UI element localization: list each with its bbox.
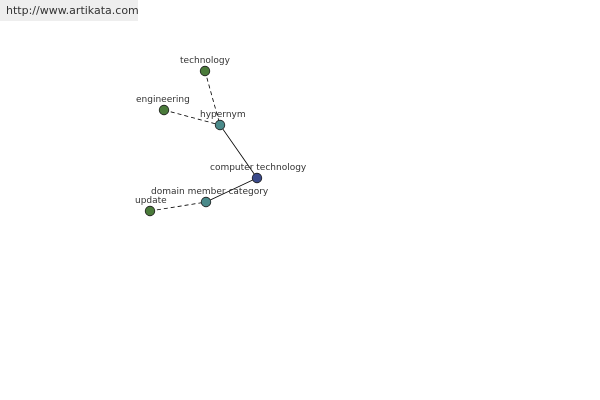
node-label-computer-technology[interactable]: computer technology <box>210 163 307 173</box>
node-label-technology[interactable]: technology <box>180 56 231 66</box>
edge-computer-technology-to-domain-member-category <box>205 177 258 203</box>
node-label-update[interactable]: update <box>135 196 167 206</box>
edge-engineering-to-hypernym <box>163 109 221 126</box>
node-computer-technology[interactable]: computer technology <box>210 163 307 184</box>
node-dot-computer-technology[interactable] <box>251 172 263 184</box>
node-technology[interactable]: technology <box>180 56 231 77</box>
node-dot-engineering[interactable] <box>158 104 170 116</box>
node-dot-hypernym[interactable] <box>214 119 226 131</box>
node-label-engineering[interactable]: engineering <box>136 95 190 105</box>
edge-technology-to-hypernym <box>204 70 221 126</box>
node-update[interactable]: update <box>135 196 167 217</box>
url-text[interactable]: http://www.artikata.com <box>6 4 139 17</box>
node-label-domain-member-category[interactable]: domain member category <box>151 187 269 197</box>
node-dot-update[interactable] <box>144 205 156 217</box>
edge-update-to-domain-member-category <box>149 201 207 212</box>
node-dot-technology[interactable] <box>199 65 211 77</box>
node-domain-member-category[interactable]: domain member category <box>151 187 269 208</box>
node-engineering[interactable]: engineering <box>136 95 190 116</box>
url-watermark: http://www.artikata.com <box>0 0 139 21</box>
node-label-hypernym[interactable]: hypernym <box>200 110 246 120</box>
node-dot-domain-member-category[interactable] <box>200 196 212 208</box>
node-hypernym[interactable]: hypernym <box>200 110 246 131</box>
edge-hypernym-to-computer-technology <box>219 124 258 179</box>
